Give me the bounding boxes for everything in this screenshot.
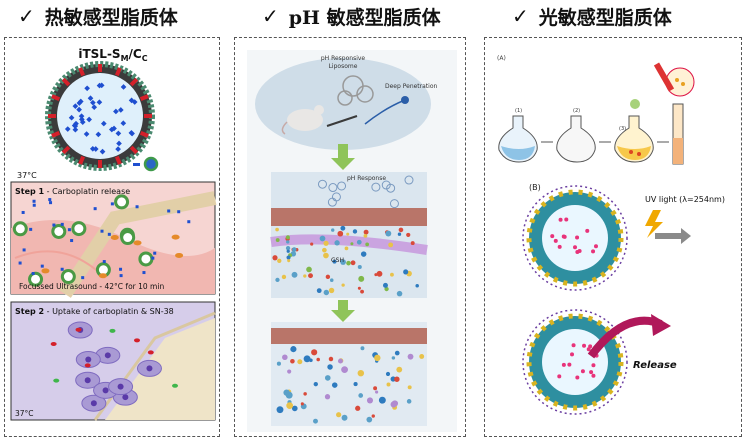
check-icon: ✓: [512, 4, 529, 28]
ph-liposome-label-1: pH Responsive: [321, 55, 366, 62]
label-a: (A): [497, 55, 506, 62]
panel-ph: pH Responsive Liposome Deep Penetration …: [234, 37, 466, 437]
ph-flow-arrow-head: [331, 158, 355, 170]
heading-ph: ✓ pH 敏感型脂质体: [262, 2, 441, 30]
heading-thermo-text: 热敏感型脂质体: [44, 6, 178, 29]
uv-arrow: [655, 233, 681, 239]
heading-thermo: ✓ 热敏感型脂质体: [18, 2, 178, 30]
release-label: Release: [633, 360, 677, 371]
lightning-icon: [645, 210, 663, 238]
ph-intro-oval: pH Responsive Liposome Deep Penetration: [255, 55, 437, 150]
ph-penetration-label: Deep Penetration: [385, 83, 437, 90]
ph-tissue-release: [271, 322, 427, 426]
thermo-diagram: iTSL-SM/CC 37°C Step 1 - Carboplatin rel…: [10, 47, 217, 421]
step2-box: Step 2 - Uptake of carboplatin & SN-38 3…: [10, 301, 216, 421]
uv-label: UV light (λ=254nm): [645, 195, 725, 204]
legend-marker: [133, 156, 159, 172]
heading-ph-text: pH 敏感型脂质体: [288, 6, 441, 29]
check-icon: ✓: [262, 4, 279, 28]
step1-heading: Step 1 - Carboplatin release: [15, 187, 130, 196]
step-label: (2): [573, 108, 580, 114]
thermo-liposome: [45, 61, 155, 171]
thermo-title: iTSL-SM/CC: [78, 47, 147, 63]
ph-liposome-label-2: Liposome: [329, 63, 358, 70]
step-label: (1): [515, 108, 522, 114]
light-diagram: (A) (1) (2) (3) (B): [497, 55, 725, 415]
synthesis-flasks: (1) (2) (3): [498, 62, 695, 165]
step2-temp: 37°C: [15, 409, 34, 418]
light-liposome-intact: [522, 185, 628, 291]
panel-thermo: iTSL-SM/CC 37°C Step 1 - Carboplatin rel…: [4, 37, 220, 437]
heading-light: ✓ 光敏感型脂质体: [512, 2, 672, 30]
step1-box: Step 1 - Carboplatin release Focussed Ul…: [10, 181, 217, 298]
step2-heading: Step 2 - Uptake of carboplatin & SN-38: [15, 307, 174, 316]
step1-caption: Focussed Ultrasound - 42°C for 10 min: [19, 282, 164, 291]
thermo-temp-label: 37°C: [17, 171, 37, 180]
light-liposome-release: [522, 309, 628, 415]
ph-flow-arrow-head: [331, 310, 355, 322]
heading-light-text: 光敏感型脂质体: [538, 6, 672, 29]
step-label: (3): [619, 126, 626, 132]
uv-arrow-head: [681, 228, 691, 244]
ph-response-label: pH Response: [347, 175, 386, 182]
check-icon: ✓: [18, 4, 35, 28]
ph-tissue-response: pH Response GSH: [270, 172, 428, 298]
gsh-label: GSH: [331, 257, 344, 264]
ph-diagram: pH Responsive Liposome Deep Penetration …: [247, 50, 457, 432]
panel-light: (A) (1) (2) (3) (B): [484, 37, 742, 437]
release-arrow-head: [651, 314, 671, 336]
label-b: (B): [529, 183, 541, 192]
